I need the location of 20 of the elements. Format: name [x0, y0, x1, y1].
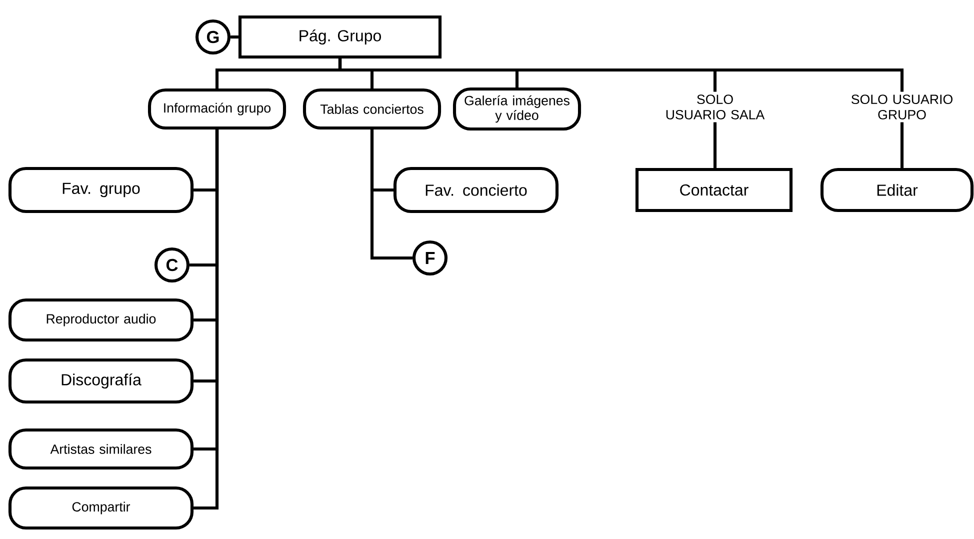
section-box: Artistas similares	[8, 428, 194, 470]
section-box: Reproductor audio	[8, 298, 194, 342]
connector-line	[370, 130, 412, 260]
section-box: Editar	[820, 168, 974, 212]
section-label: SOLO USUARIO GRUPO	[852, 94, 952, 120]
section-box: Compartir	[8, 486, 194, 530]
connector-line	[713, 122, 717, 168]
connector-line	[900, 122, 904, 168]
section-box: Discografía	[8, 358, 194, 404]
page-box: Pág. Grupo	[238, 15, 442, 59]
page-box: Contactar	[635, 168, 793, 212]
section-box: Galería imágenes y vídeo	[452, 87, 582, 131]
section-box: Información grupo	[148, 88, 286, 130]
section-label: SOLO USUARIO SALA	[666, 94, 765, 120]
section-box: Fav. concierto	[393, 166, 559, 214]
section-box: Tablas conciertos	[302, 88, 442, 130]
connector-line	[194, 130, 219, 510]
connector-line	[338, 58, 904, 92]
section-box: Fav. grupo	[8, 166, 194, 214]
connector-line	[230, 35, 238, 39]
